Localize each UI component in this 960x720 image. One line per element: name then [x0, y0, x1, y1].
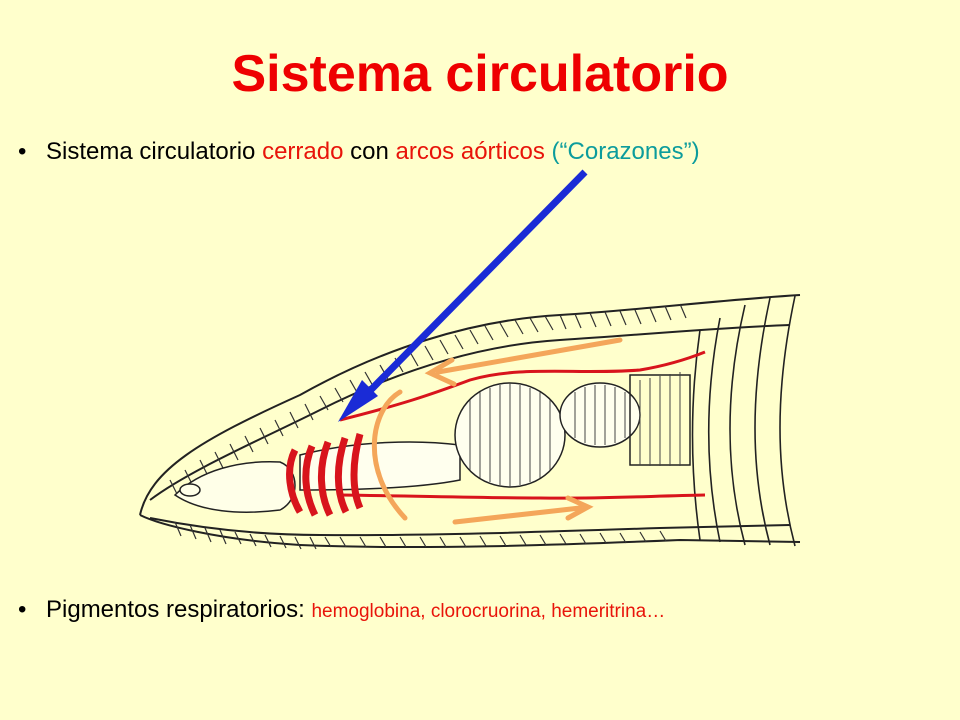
bullet1-text-a: Sistema circulatorio [46, 138, 263, 165]
bullet1-text-b: con [343, 138, 396, 165]
earthworm-anterior-diagram [139, 169, 801, 550]
bullet1-closed: cerrado [262, 138, 344, 165]
blue-arrow-icon [338, 169, 588, 422]
gizzard-striations [469, 372, 681, 487]
bullet-circulatory-system: • Sistema circulatorio cerrado con arcos … [18, 138, 700, 166]
pharynx [173, 461, 296, 513]
bullet1-aortic-arches: arcos aórticos [395, 138, 545, 165]
bullet2-label: Pigmentos respiratorios: [46, 596, 312, 623]
orange-arrow-icon [371, 337, 623, 525]
bullet-dot-icon: • [18, 138, 27, 165]
blood-vessels [339, 350, 706, 500]
bullet1-hearts: (“Corazones”) [544, 138, 700, 165]
worm-segment-lines [169, 303, 687, 550]
bullet-dot-icon: • [18, 596, 27, 623]
clitellum [691, 295, 796, 547]
bullet2-pigments: hemoglobina, clorocruorina, hemeritrina… [311, 601, 666, 622]
bullet-respiratory-pigments: • Pigmentos respiratorios: hemoglobina, c… [18, 596, 665, 624]
aortic-arches [286, 433, 364, 517]
page-title: Sistema circulatorio [231, 45, 729, 103]
